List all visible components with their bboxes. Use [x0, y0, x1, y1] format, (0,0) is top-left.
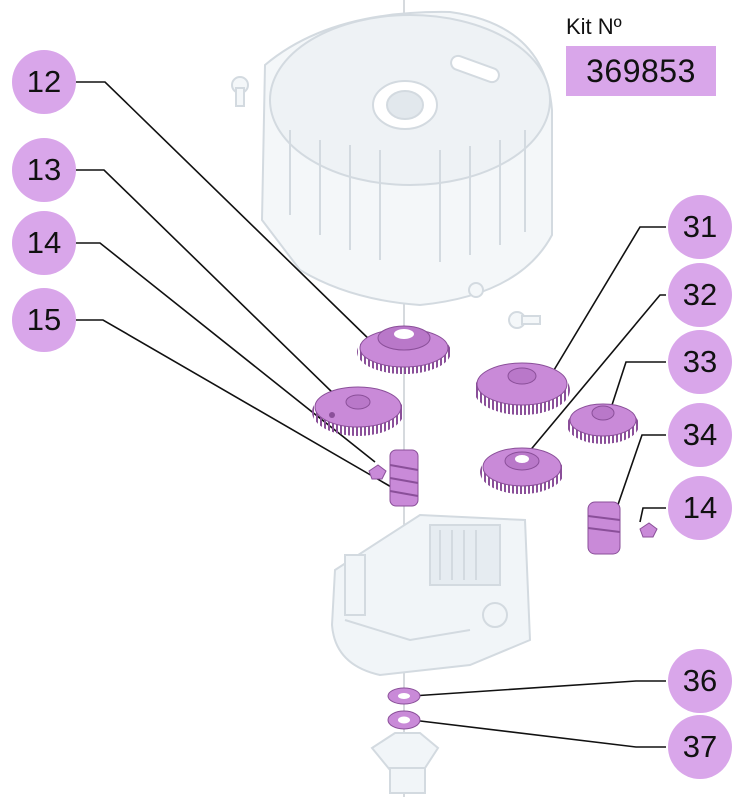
- gear-13: [312, 386, 404, 436]
- worm-shaft-34: [587, 501, 621, 555]
- housing-ghost: [231, 10, 553, 329]
- kit-number-value: 369853: [566, 46, 716, 96]
- callout-14-right: 14: [668, 476, 732, 540]
- gear-12: [357, 325, 451, 374]
- leader-lines: [76, 81, 666, 748]
- worm-shaft-14: [389, 449, 419, 507]
- callout-15: 15: [12, 288, 76, 352]
- callout-31: 31: [668, 195, 732, 259]
- washer-36: [387, 687, 421, 705]
- callout-37: 37: [668, 715, 732, 779]
- callout-13: 13: [12, 138, 76, 202]
- callout-32: 32: [668, 263, 732, 327]
- washer-37: [387, 710, 421, 730]
- callout-12: 12: [12, 50, 76, 114]
- callout-36: 36: [668, 649, 732, 713]
- callout-14: 14: [12, 211, 76, 275]
- pin-14-right: [639, 522, 658, 538]
- gear-32: [480, 447, 564, 494]
- gear-33: [567, 403, 639, 444]
- base-ghost: [370, 732, 440, 794]
- kit-number-label: Kit Nº: [566, 14, 622, 39]
- callout-34: 34: [668, 403, 732, 467]
- gear-31: [474, 362, 570, 415]
- pin-15: [368, 464, 387, 480]
- callout-33: 33: [668, 330, 732, 394]
- motor-housing-ghost: [330, 513, 532, 677]
